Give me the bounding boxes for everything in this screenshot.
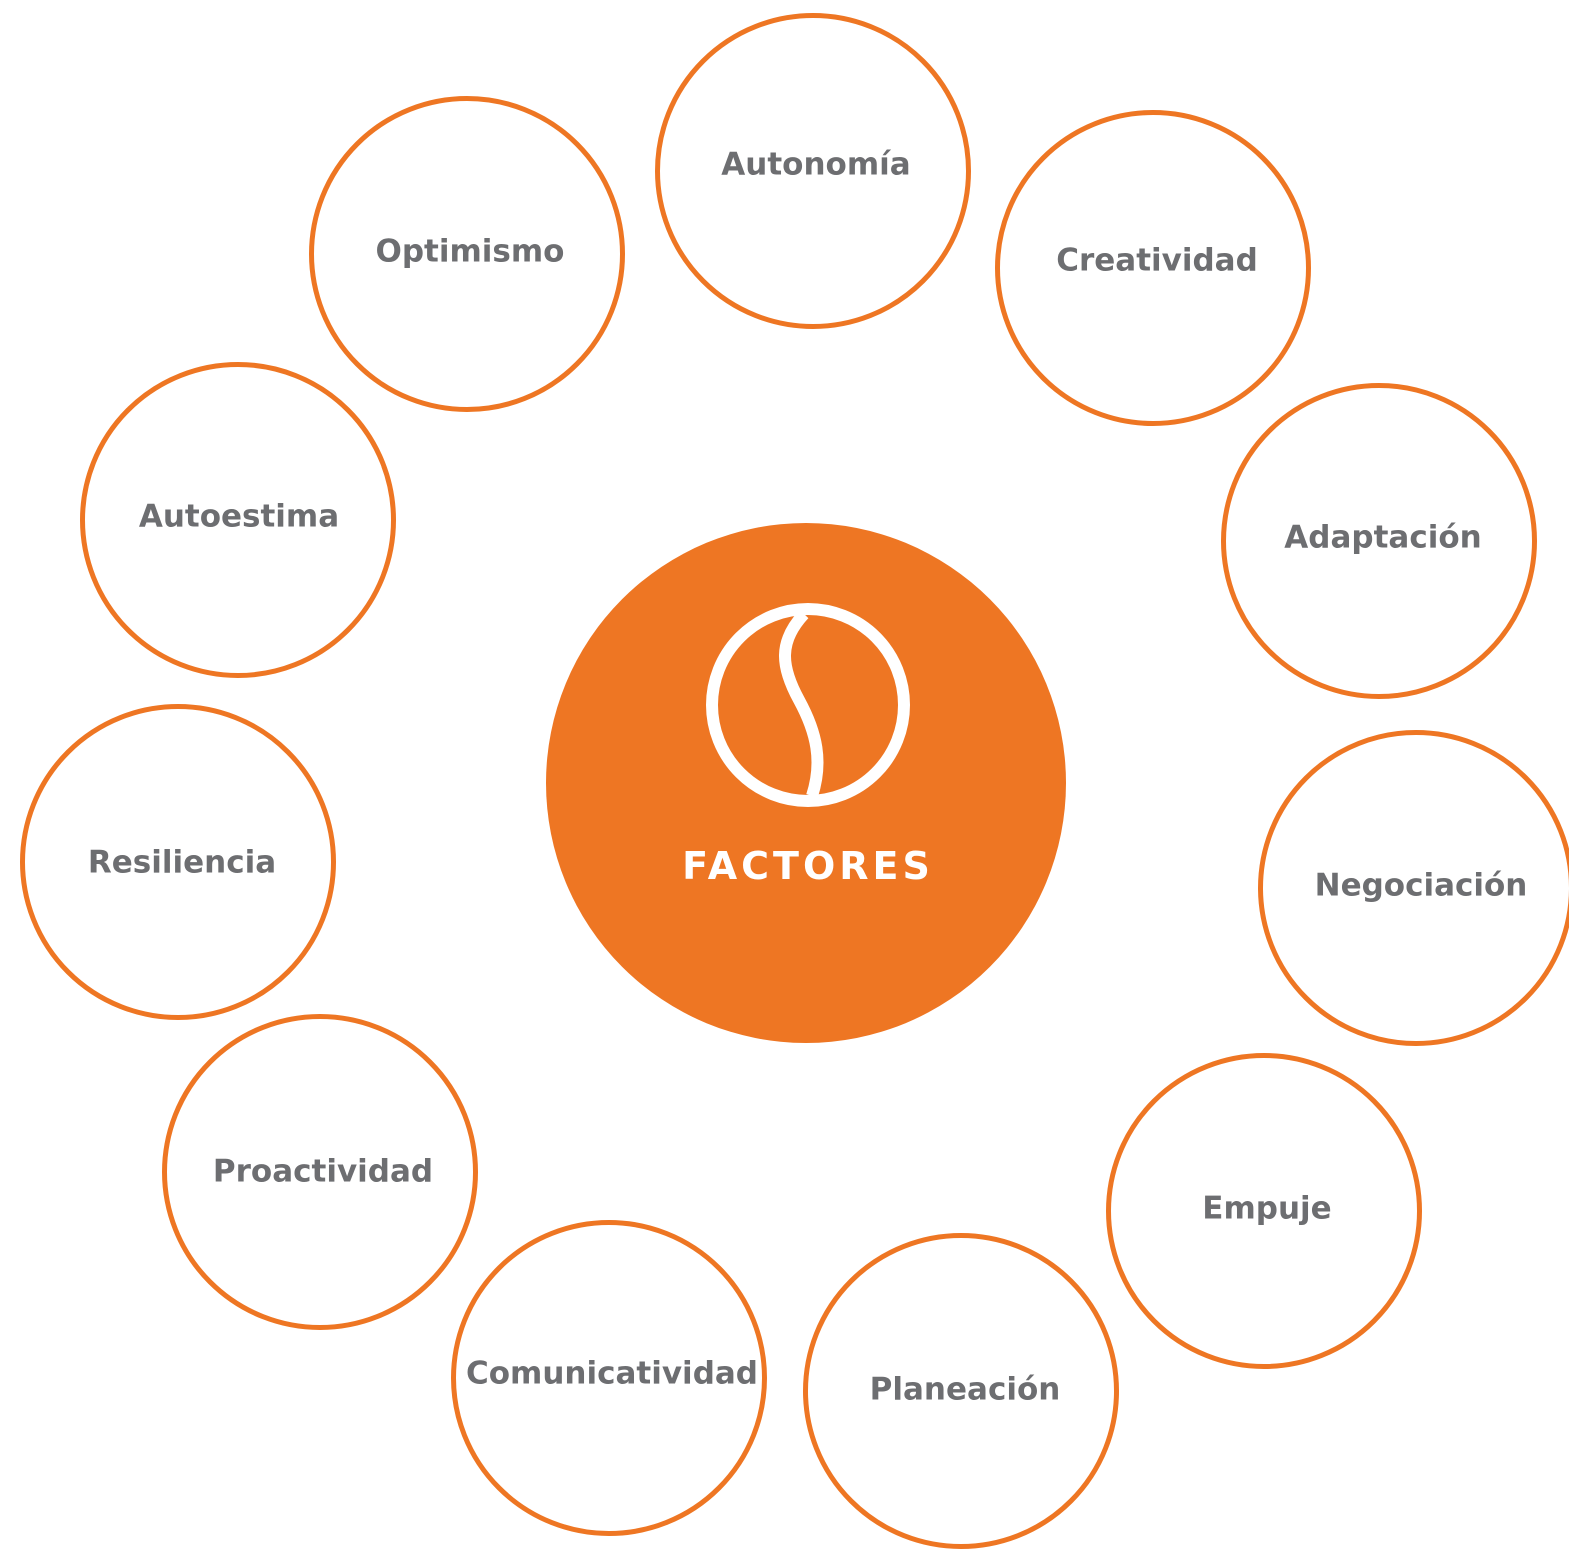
factor-circle-creatividad	[995, 110, 1311, 426]
factor-circle-resiliencia	[20, 704, 336, 1020]
factor-label-creatividad: Creatividad	[1056, 242, 1258, 279]
factor-label-empuje: Empuje	[1202, 1190, 1332, 1227]
factor-label-negociacion: Negociación	[1314, 867, 1528, 904]
s-curve-circle-icon	[706, 603, 910, 807]
factor-circle-autonomia	[655, 13, 971, 329]
factor-circle-negociacion	[1258, 730, 1569, 1046]
factor-label-resiliencia: Resiliencia	[87, 844, 277, 881]
factor-label-comunicatividad: Comunicatividad	[466, 1355, 758, 1392]
factor-label-proactividad: Proactividad	[212, 1153, 434, 1190]
factor-label-autonomia: Autonomía	[721, 146, 911, 183]
factor-circle-optimismo	[309, 96, 625, 412]
factor-label-optimismo: Optimismo	[375, 233, 565, 270]
center-title: FACTORES	[682, 844, 934, 888]
factor-circle-adaptacion	[1221, 383, 1537, 699]
factor-label-planeacion: Planeación	[869, 1371, 1061, 1408]
factor-circle-planeacion	[803, 1233, 1119, 1549]
factor-circle-empuje	[1106, 1053, 1422, 1369]
factor-label-autoestima: Autoestima	[138, 498, 340, 535]
factor-label-adaptacion: Adaptación	[1284, 519, 1482, 556]
factor-circle-proactividad	[162, 1014, 478, 1330]
factor-circle-comunicatividad	[451, 1220, 767, 1536]
factor-circle-autoestima	[80, 362, 396, 678]
